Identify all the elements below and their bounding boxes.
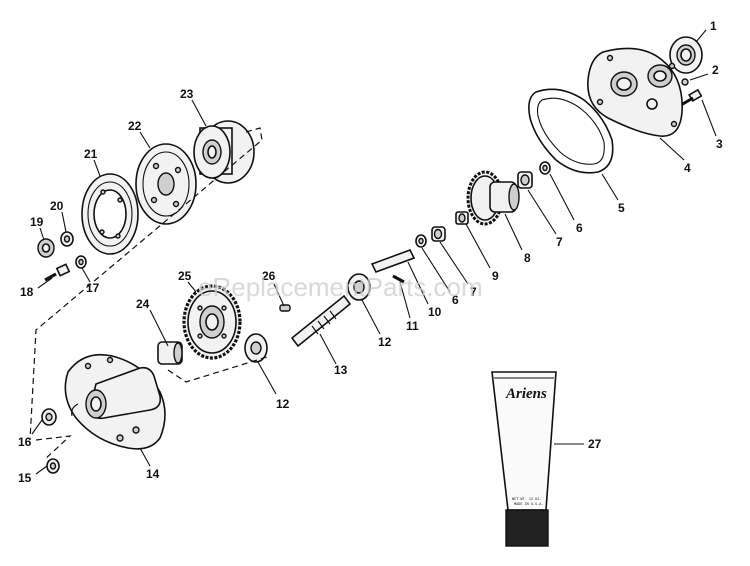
part-26-screw xyxy=(279,304,291,312)
part-17-washer xyxy=(75,255,87,269)
part-8-gear xyxy=(466,170,520,226)
callout-1: 1 xyxy=(710,19,717,33)
svg-text:MADE IN U.S.A.: MADE IN U.S.A. xyxy=(514,502,544,506)
part-21-drive-disk xyxy=(81,173,139,255)
part-19-nut xyxy=(37,238,55,258)
svg-text:NET WT. 12 OZ.: NET WT. 12 OZ. xyxy=(512,497,542,501)
callout-6: 6 xyxy=(576,221,583,235)
callout-15: 15 xyxy=(18,471,32,485)
callout-3: 3 xyxy=(716,137,723,151)
part-20-washer xyxy=(60,231,74,247)
part-12-bearing-lower xyxy=(244,333,268,363)
callout-22: 22 xyxy=(128,119,142,133)
callout-2: 2 xyxy=(712,63,719,77)
callout-17: 17 xyxy=(86,281,100,295)
callout-27: 27 xyxy=(588,437,602,451)
callout-23: 23 xyxy=(180,87,194,101)
part-15-washer xyxy=(46,458,60,474)
callout-26: 26 xyxy=(262,269,276,283)
callout-numbers: 1 2 3 4 5 6 6 7 7 8 9 10 11 12 12 13 14 … xyxy=(18,19,723,485)
part-6-washer-lower xyxy=(415,234,427,248)
callout-14: 14 xyxy=(146,467,160,481)
watermark-text: eReplacementParts.com xyxy=(198,272,483,302)
callout-24: 24 xyxy=(136,297,150,311)
callout-9: 9 xyxy=(492,269,499,283)
part-3-bolt xyxy=(680,88,703,107)
callout-4: 4 xyxy=(684,161,691,175)
part-27-grease-tube: NET WT. 12 OZ. MADE IN U.S.A. xyxy=(491,371,557,547)
callout-8: 8 xyxy=(524,251,531,265)
part-25-large-gear xyxy=(182,284,242,360)
part-10-pin xyxy=(370,249,416,273)
callout-7: 7 xyxy=(556,235,563,249)
assembly-dashed-lines xyxy=(29,127,271,461)
part-9-bushing xyxy=(455,211,469,225)
callout-20: 20 xyxy=(50,199,64,213)
part-23-hub xyxy=(193,120,255,184)
callout-13: 13 xyxy=(334,363,348,377)
callout-12: 12 xyxy=(378,335,392,349)
callout-10: 10 xyxy=(428,305,442,319)
part-7-bushing-upper xyxy=(517,171,533,189)
part-22-pulley xyxy=(135,143,197,225)
part-5-gasket xyxy=(528,88,614,174)
callout-7: 7 xyxy=(470,285,477,299)
callout-25: 25 xyxy=(178,269,192,283)
part-4-cover-plate xyxy=(587,47,683,137)
part-7-bushing-lower xyxy=(431,226,446,242)
tube-brand-logo: Ariens xyxy=(505,386,547,402)
callout-6: 6 xyxy=(452,293,459,307)
part-24-bushing xyxy=(157,341,183,365)
callout-18: 18 xyxy=(20,285,34,299)
callout-12: 12 xyxy=(276,397,290,411)
part-14-housing xyxy=(64,353,166,450)
callout-16: 16 xyxy=(18,435,32,449)
callout-21: 21 xyxy=(84,147,98,161)
callout-19: 19 xyxy=(30,215,44,229)
callout-5: 5 xyxy=(618,201,625,215)
part-18-bolt xyxy=(44,263,71,282)
callout-11: 11 xyxy=(406,319,419,333)
part-12-bearing-upper xyxy=(347,273,371,301)
part-16-washer xyxy=(41,408,57,426)
part-11-small-pin xyxy=(392,274,405,284)
leader-lines xyxy=(31,29,717,475)
part-1-bearing xyxy=(669,36,703,74)
part-13-shaft xyxy=(290,294,352,348)
part-6-washer-upper xyxy=(539,161,551,175)
part-2-ball xyxy=(681,78,689,86)
